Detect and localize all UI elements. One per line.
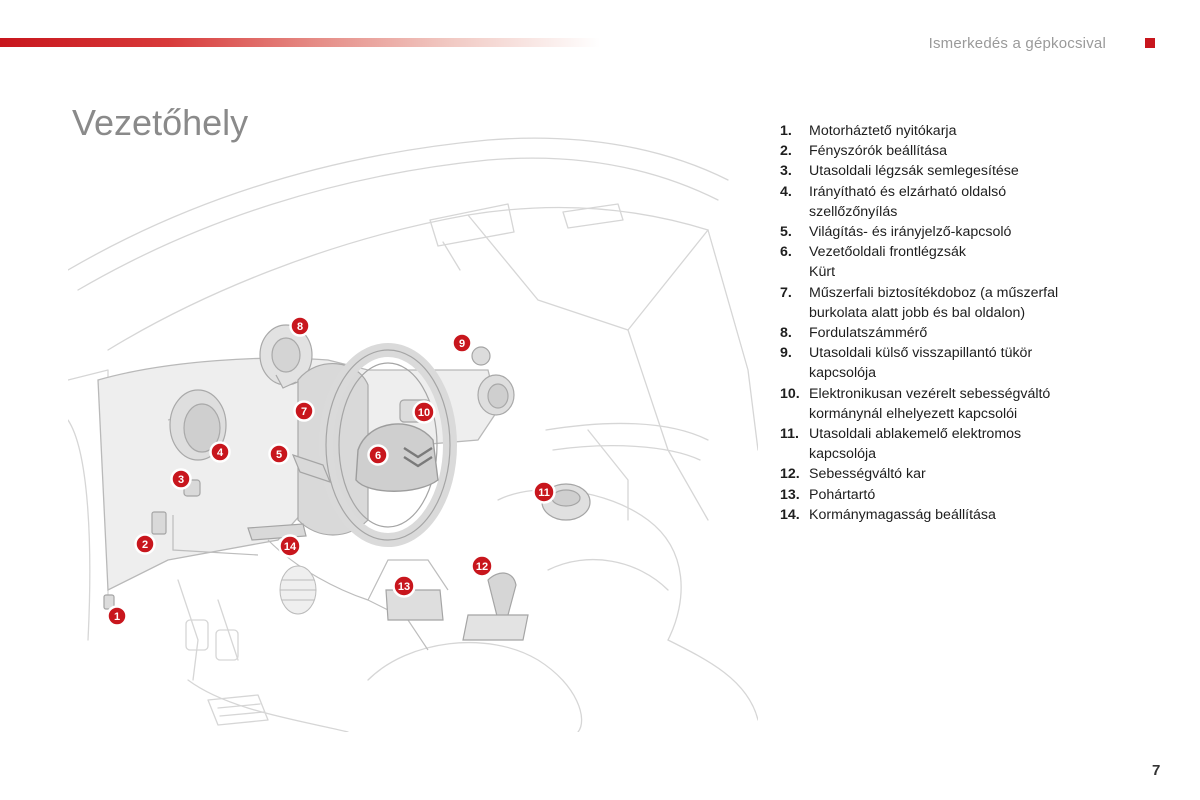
legend-item: szellőzőnyílás (780, 202, 1120, 222)
svg-text:8: 8 (297, 321, 303, 333)
legend-number: 9. (780, 345, 792, 362)
marker-8: 8 (289, 315, 311, 337)
svg-text:1: 1 (114, 611, 120, 623)
legend-item: 12. Sebességváltó kar (780, 464, 1120, 484)
legend-number: 6. (780, 244, 792, 261)
marker-11: 11 (532, 480, 556, 504)
marker-1: 1 (106, 605, 128, 627)
legend-text: Utasoldali ablakemelő elektromos (809, 426, 1022, 443)
legend-number (780, 303, 809, 323)
legend-number (780, 444, 809, 464)
legend-item: burkolata alatt jobb és bal oldalon) (780, 303, 1120, 323)
svg-text:13: 13 (398, 581, 410, 593)
section-title: Ismerkedés a gépkocsival (928, 35, 1106, 52)
page-title: Vezetőhely (72, 102, 249, 144)
legend-text: Motorháztető nyitókarja (809, 123, 957, 139)
svg-text:11: 11 (538, 487, 550, 499)
legend-item: 4. Irányítható és elzárható oldalsó (780, 182, 1120, 202)
legend-text: Fordulatszámmérő (809, 325, 928, 342)
legend-number: 13. (780, 486, 800, 503)
legend-number (780, 202, 809, 222)
legend-text: Kürt (809, 264, 836, 281)
legend-number: 10. (780, 385, 800, 402)
legend-text: kapcsolója (809, 365, 877, 382)
legend-number (780, 363, 809, 383)
svg-text:9: 9 (459, 338, 465, 350)
legend-text: Pohártartó (809, 486, 876, 503)
legend-item: 3. Utasoldali légzsák semlegesítése (780, 161, 1120, 181)
legend-text: Utasoldali légzsák semlegesítése (809, 163, 1019, 180)
legend-text: Világítás- és irányjelző-kapcsoló (809, 224, 1012, 241)
marker-3: 3 (170, 468, 192, 490)
svg-text:2: 2 (142, 539, 148, 551)
svg-text:3: 3 (178, 474, 184, 486)
legend-number: 12. (780, 466, 800, 483)
marker-9: 9 (451, 332, 473, 354)
legend-item: 11. Utasoldali ablakemelő elektromos (780, 424, 1120, 444)
svg-text:10: 10 (418, 407, 430, 419)
legend-text: Irányítható és elzárható oldalsó (809, 183, 1007, 200)
legend-item: 6. Vezetőoldali frontlégzsák (780, 242, 1120, 262)
legend-number (780, 404, 809, 424)
marker-10: 10 (412, 400, 436, 424)
marker-5: 5 (268, 443, 290, 465)
legend-item: kapcsolója (780, 444, 1120, 464)
legend-text: Kormánymagasság beállítása (809, 506, 996, 523)
legend-number: 7. (780, 284, 792, 301)
legend-item: 8. Fordulatszámmérő (780, 323, 1120, 343)
legend-number: 4. (780, 183, 792, 200)
legend-item: 5. Világítás- és irányjelző-kapcsoló (780, 222, 1120, 242)
marker-13: 13 (392, 574, 416, 598)
legend-text: Elektronikusan vezérelt sebességváltó (809, 385, 1051, 402)
legend-number: 2. (780, 143, 792, 160)
legend-item: 9. Utasoldali külső visszapillantó tükör (780, 343, 1120, 363)
marker-6: 6 (367, 444, 389, 466)
legend-item: 14. Kormánymagasság beállítása (780, 505, 1120, 525)
svg-text:14: 14 (284, 541, 297, 553)
legend-text: kormánynál elhelyezett kapcsolói (809, 405, 1018, 422)
legend-item: 10. Elektronikusan vezérelt sebességváltó (780, 384, 1120, 404)
legend-text: Vezetőoldali frontlégzsák (809, 244, 966, 261)
legend-number: 1. (780, 123, 792, 139)
svg-text:5: 5 (276, 449, 282, 461)
header-accent-bar (0, 38, 600, 47)
legend-text: Fényszórók beállítása (809, 143, 948, 160)
legend-text: burkolata alatt jobb és bal oldalon) (809, 304, 1026, 321)
legend-item: 13. Pohártartó (780, 485, 1120, 505)
cockpit-illustration: 1 2 3 4 5 6 7 8 9 10 11 12 (68, 137, 758, 732)
svg-text:7: 7 (301, 406, 307, 418)
legend-number: 5. (780, 224, 792, 241)
legend-text: Sebességváltó kar (809, 466, 926, 483)
page-number: 7 (1152, 762, 1161, 779)
marker-2: 2 (134, 533, 156, 555)
legend-number: 8. (780, 325, 792, 342)
svg-text:4: 4 (217, 447, 224, 459)
marker-4: 4 (209, 441, 231, 463)
legend-item: kapcsolója (780, 363, 1120, 383)
legend-number: 3. (780, 163, 792, 180)
marker-7: 7 (293, 400, 315, 422)
legend-item: kormánynál elhelyezett kapcsolói (780, 404, 1120, 424)
legend-number (780, 262, 809, 282)
svg-text:12: 12 (476, 561, 488, 573)
marker-12: 12 (470, 554, 494, 578)
section-marker-square (1145, 38, 1155, 48)
legend-text: Műszerfali biztosítékdoboz (a műszerfal (809, 284, 1059, 301)
legend-number: 14. (780, 506, 800, 523)
marker-14: 14 (278, 534, 302, 558)
svg-text:6: 6 (375, 450, 381, 462)
legend-item: 1. Motorháztető nyitókarja (780, 121, 1120, 141)
legend-text: Utasoldali külső visszapillantó tükör (809, 345, 1033, 362)
legend-item: 2. Fényszórók beállítása (780, 141, 1120, 161)
legend-text: kapcsolója (809, 446, 877, 463)
legend-number: 11. (780, 426, 799, 443)
legend-item: 7. Műszerfali biztosítékdoboz (a műszerfa… (780, 283, 1120, 303)
component-legend: 1. Motorháztető nyitókarja 2. Fényszórók b… (780, 121, 1120, 525)
legend-text: szellőzőnyílás (809, 203, 898, 220)
legend-item: Kürt (780, 262, 1120, 282)
